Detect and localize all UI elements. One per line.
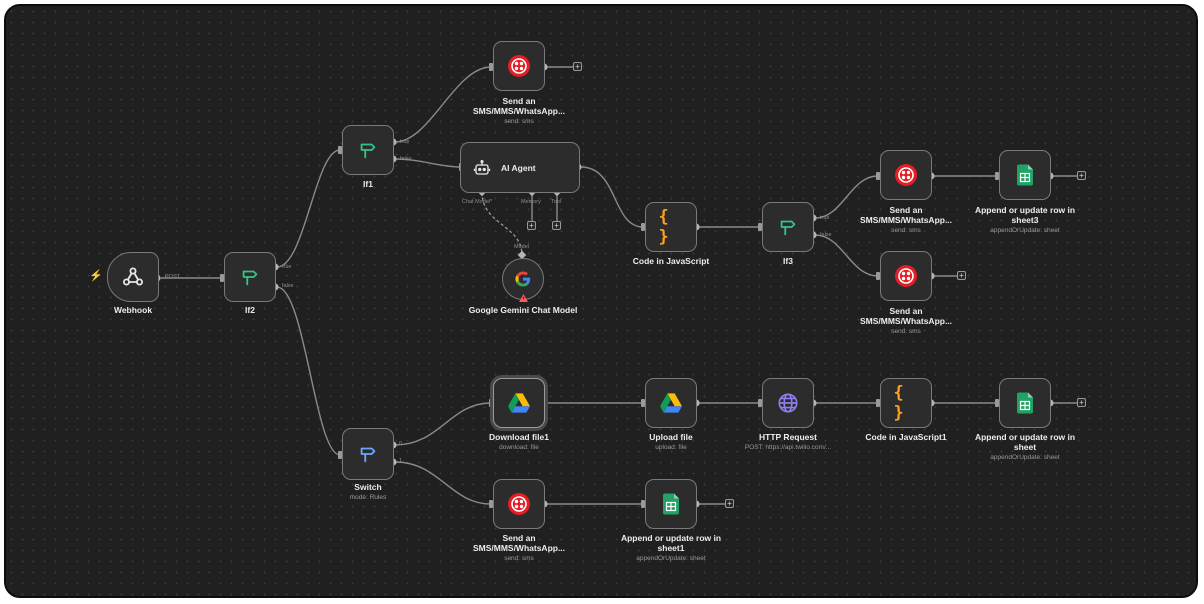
twilio-icon: [894, 163, 918, 187]
node-if1[interactable]: [342, 125, 394, 175]
download-name: Download file1: [489, 432, 549, 442]
if-icon: [239, 266, 261, 288]
workflow-canvas[interactable]: [6, 6, 1196, 596]
node-webhook[interactable]: [107, 252, 159, 302]
switch-icon: [357, 443, 379, 465]
code-braces-icon: { }: [658, 207, 669, 247]
sheet-1-name: Append or update row in sheet1: [620, 533, 722, 553]
ai-agent-name: AI Agent: [501, 163, 536, 173]
add-node-button[interactable]: +: [957, 271, 966, 280]
switch-output-0: 0: [399, 441, 403, 447]
memory-label: Memory: [521, 199, 541, 205]
google-sheets-icon: [1017, 392, 1033, 414]
if3-name: If3: [783, 256, 793, 266]
node-code-2[interactable]: { }: [880, 378, 932, 428]
switch-name: Switch: [354, 482, 382, 492]
code-1-name: Code in JavaScript: [632, 256, 710, 266]
add-node-button[interactable]: +: [725, 499, 734, 508]
sms-4-sub: send: sms: [504, 555, 534, 562]
node-code-1[interactable]: { }: [645, 202, 697, 252]
add-tool-button[interactable]: +: [552, 221, 561, 230]
node-download-file[interactable]: [493, 378, 545, 428]
sheet-main-name: Append or update row in sheet: [974, 432, 1076, 452]
if1-true-label: true: [400, 139, 410, 145]
google-icon: [514, 270, 532, 288]
add-node-button[interactable]: +: [1077, 171, 1086, 180]
sms-4-name: Send an SMS/MMS/WhatsApp...: [472, 533, 566, 553]
if1-false-label: false: [400, 156, 412, 162]
sms-1-name: Send an SMS/MMS/WhatsApp...: [472, 96, 566, 116]
if3-false-label: false: [820, 232, 832, 238]
node-sms-3[interactable]: [880, 251, 932, 301]
code-braces-icon: { }: [893, 383, 904, 423]
download-sub: download: file: [499, 444, 539, 451]
google-drive-icon: [508, 393, 530, 413]
node-upload-file[interactable]: [645, 378, 697, 428]
google-sheets-icon: [663, 493, 679, 515]
sheet-1-sub: appendOrUpdate: sheet: [636, 555, 706, 562]
sheet-main-sub: appendOrUpdate: sheet: [990, 454, 1060, 461]
http-sub: POST: https://api.twilio.com/...: [744, 444, 832, 451]
chat-model-text: Chat Model: [462, 199, 491, 205]
sms-1-sub: send: sms: [504, 118, 534, 125]
add-node-button[interactable]: +: [573, 62, 582, 71]
if-icon: [777, 216, 799, 238]
sms-3-sub: send: sms: [891, 328, 921, 335]
node-sheet-main[interactable]: [999, 378, 1051, 428]
sms-3-name: Send an SMS/MMS/WhatsApp...: [859, 306, 953, 326]
if1-name: If1: [363, 179, 373, 189]
workflow-frame: [4, 4, 1198, 598]
code-2-name: Code in JavaScript1: [865, 432, 947, 442]
add-memory-button[interactable]: +: [527, 221, 536, 230]
trigger-bolt-icon: ⚡: [89, 270, 103, 282]
node-sms-2[interactable]: [880, 150, 932, 200]
node-sms-1[interactable]: [493, 41, 545, 91]
twilio-icon: [507, 54, 531, 78]
sms-2-sub: send: sms: [891, 227, 921, 234]
webhook-name: Webhook: [113, 305, 153, 315]
robot-icon: [473, 159, 491, 182]
sheet-3-sub: appendOrUpdate: sheet: [990, 227, 1060, 234]
sheet-3-name: Append or update row in sheet3: [974, 205, 1076, 225]
webhook-icon: [121, 265, 145, 289]
if2-name: If2: [245, 305, 255, 315]
twilio-icon: [507, 492, 531, 516]
node-switch[interactable]: [342, 428, 394, 480]
globe-icon: [777, 392, 799, 414]
if3-true-label: true: [820, 215, 830, 221]
switch-sub: mode: Rules: [349, 494, 387, 501]
node-gemini[interactable]: [502, 258, 544, 302]
node-if2[interactable]: [224, 252, 276, 302]
required-mark: *: [490, 199, 493, 205]
http-name: HTTP Request: [759, 432, 817, 442]
google-drive-icon: [660, 393, 682, 413]
upload-sub: upload: file: [655, 444, 687, 451]
sms-2-name: Send an SMS/MMS/WhatsApp...: [859, 205, 953, 225]
gemini-name: Google Gemini Chat Model: [468, 305, 578, 315]
node-http-request[interactable]: [762, 378, 814, 428]
tool-label: Tool: [551, 199, 562, 205]
warning-icon: [519, 289, 528, 307]
node-if3[interactable]: [762, 202, 814, 252]
if-icon: [357, 139, 379, 161]
gemini-input-label: Model: [514, 244, 529, 250]
upload-name: Upload file: [649, 432, 693, 442]
node-ai-agent[interactable]: AI Agent: [460, 142, 580, 193]
switch-output-1: 1: [399, 458, 403, 464]
if2-false-label: false: [282, 283, 294, 289]
node-sheet-3[interactable]: [999, 150, 1051, 200]
add-node-button[interactable]: +: [1077, 398, 1086, 407]
google-sheets-icon: [1017, 164, 1033, 186]
twilio-icon: [894, 264, 918, 288]
webhook-port-label: POST: [165, 274, 180, 280]
if2-true-label: true: [282, 264, 292, 270]
chat-model-label: Chat Model*: [462, 199, 492, 205]
node-sms-4[interactable]: [493, 479, 545, 529]
node-sheet-1[interactable]: [645, 479, 697, 529]
